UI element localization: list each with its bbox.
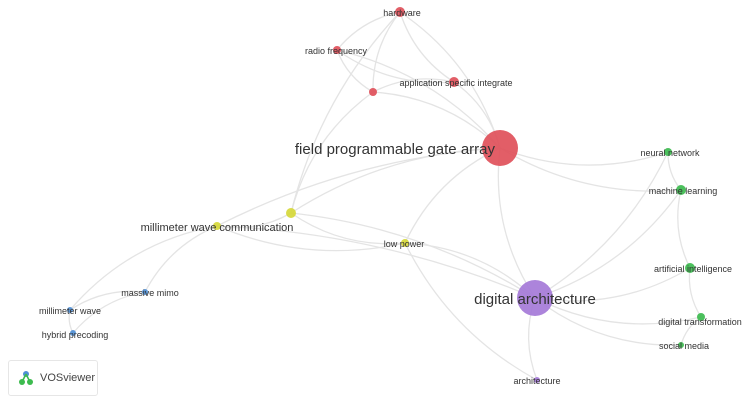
link-rf-red_small [336, 49, 374, 93]
node-low_power[interactable] [401, 239, 409, 247]
labels-layer: field programmable gate array hardware rad… [39, 8, 742, 386]
label-neural[interactable]: neural network [640, 148, 700, 158]
links-layer [68, 11, 702, 381]
node-dt[interactable] [697, 313, 705, 321]
node-yellow_small[interactable] [286, 208, 296, 218]
link-fpga-low_power [404, 147, 501, 244]
nodes-layer [67, 7, 705, 383]
link-massive-mmwave [69, 290, 146, 311]
label-asic[interactable]: application specific integrate [399, 78, 512, 88]
label-hardware[interactable]: hardware [383, 8, 421, 18]
label-ml[interactable]: machine learning [649, 186, 718, 196]
link-digital_arch-ml [534, 189, 682, 299]
vosviewer-icon [19, 371, 33, 385]
node-architecture[interactable] [534, 377, 540, 383]
vosviewer-logo: VOSviewer [8, 360, 98, 396]
link-yellow_small-low_power [290, 212, 406, 245]
link-fpga-mmwave_comm [216, 147, 501, 227]
label-mmwave[interactable]: millimeter wave [39, 306, 101, 316]
link-red_small-yellow_small [290, 91, 374, 214]
node-hybrid[interactable] [70, 330, 76, 336]
node-hardware[interactable] [395, 7, 405, 17]
link-mmwave_comm-low_power [216, 225, 406, 252]
node-massive[interactable] [142, 289, 148, 295]
link-fpga-digital_arch [497, 147, 536, 299]
label-rf[interactable]: radio frequency [305, 46, 368, 56]
link-mmwave_comm-mmwave [69, 225, 218, 311]
link-hardware-asic [399, 11, 455, 83]
node-asic[interactable] [449, 77, 459, 87]
link-fpga-rf [336, 49, 501, 149]
link-hardware-yellow_small [290, 11, 401, 214]
link-massive-hybrid [72, 291, 146, 334]
link-digital_arch-neural [534, 151, 669, 299]
link-digital_arch-yellow_small [290, 212, 536, 299]
label-massive[interactable]: massive mimo [121, 288, 179, 298]
node-ml[interactable] [676, 185, 686, 195]
link-digital_arch-mmwave_comm [216, 225, 536, 299]
link-rf-asic [336, 49, 455, 84]
logo-text: VOSviewer [40, 372, 96, 384]
link-hardware-red_small [372, 11, 401, 93]
node-ai[interactable] [685, 263, 695, 273]
label-sm[interactable]: social media [659, 341, 709, 351]
node-digital_arch[interactable] [517, 280, 553, 316]
link-fpga-ml [499, 147, 682, 192]
label-ai[interactable]: artificial intelligence [654, 264, 732, 274]
link-hardware-rf [336, 11, 401, 51]
link-asic-red_small [372, 78, 455, 93]
link-low_power-architecture [404, 242, 538, 381]
link-ml-ai [677, 189, 691, 269]
label-digital_arch[interactable]: digital architecture [474, 291, 596, 308]
node-mmwave[interactable] [67, 307, 73, 313]
label-dt[interactable]: digital transformation [658, 317, 742, 327]
label-architecture[interactable]: architecture [513, 376, 560, 386]
label-fpga[interactable]: field programmable gate array [295, 141, 496, 158]
node-red_small[interactable] [369, 88, 377, 96]
link-fpga-neural [499, 147, 669, 166]
link-digital_arch-dt [534, 297, 702, 325]
node-mmwave_comm[interactable] [213, 222, 221, 230]
label-low_power[interactable]: low power [384, 239, 425, 249]
link-mmwave_comm-yellow_small [216, 212, 292, 229]
node-fpga[interactable] [482, 130, 518, 166]
node-rf[interactable] [333, 46, 341, 54]
label-mmwave_comm[interactable]: millimeter wave communication [141, 222, 294, 234]
link-mmwave_comm-massive [144, 225, 218, 293]
node-sm[interactable] [678, 342, 684, 348]
link-digital_arch-sm [534, 297, 682, 346]
link-digital_arch-ai [534, 267, 691, 302]
node-neural[interactable] [664, 148, 672, 156]
link-ai-dt [688, 267, 702, 318]
label-hybrid[interactable]: hybrid precoding [42, 330, 109, 340]
